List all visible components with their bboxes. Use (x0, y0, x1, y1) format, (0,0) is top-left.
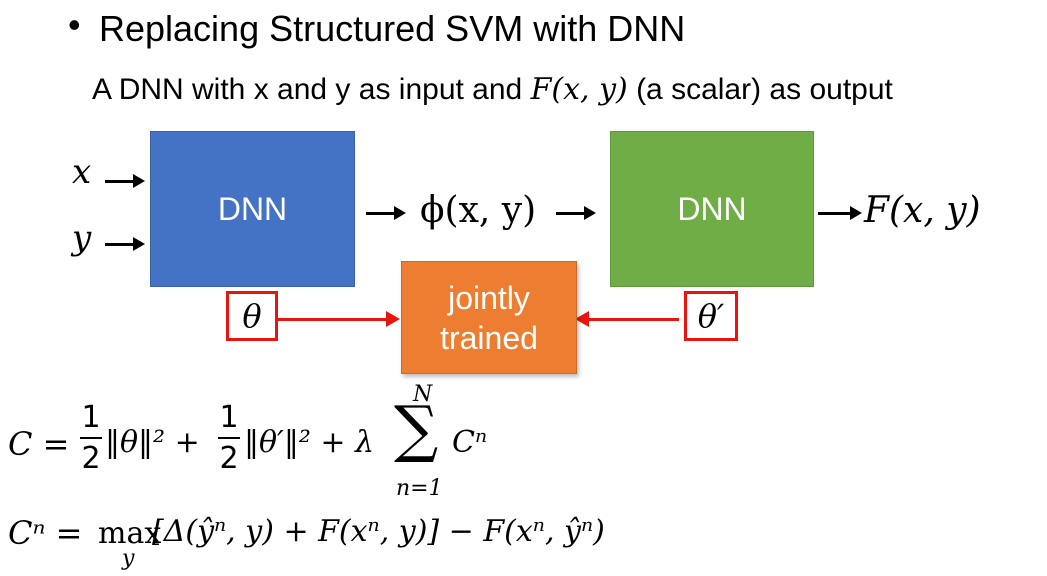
sum-lower-limit: n=1 (396, 476, 443, 501)
title-bullet: • (68, 4, 81, 45)
half-fraction-2: 1 2 (218, 400, 240, 476)
input-x-arrow (105, 174, 145, 188)
c-lhs: C = (8, 425, 70, 463)
frac-bar-2 (218, 437, 240, 439)
cn-rhs: [Δ(ŷⁿ, y) + F(xⁿ, y)] − F(xⁿ, ŷⁿ) (152, 514, 605, 549)
jointly-trained-box: jointly trained (401, 261, 577, 374)
dnn-box-2-label: DNN (677, 190, 747, 227)
theta-label: θ (242, 297, 262, 335)
theta-prime-box: θ′ (684, 291, 738, 341)
sum-upper-limit: N (413, 382, 433, 407)
subtitle-post: (a scalar) as output (627, 73, 893, 106)
slide-subtitle: A DNN with x and y as input and F(x, y) … (92, 72, 893, 107)
jointly-label: jointly (448, 279, 530, 316)
half-num-1: 1 (81, 400, 101, 435)
input-x-label: x (72, 152, 92, 192)
trained-label: trained (440, 319, 538, 356)
max-operator: max (98, 516, 162, 551)
theta-prime-arrow-line (587, 318, 679, 321)
dnn-box-1-label: DNN (217, 190, 288, 227)
frac-bar-1 (80, 437, 102, 439)
theta-arrow-line (278, 318, 388, 321)
input-y-arrow (105, 237, 145, 251)
theta-prime-arrow-head (575, 311, 589, 327)
sum-symbol: ∑ (394, 392, 439, 465)
subtitle-math: F(x, y) (530, 72, 628, 107)
dnn2-to-output-arrow (818, 206, 862, 220)
norm-theta-prime: ‖θ′‖² + λ (244, 425, 375, 460)
phi-to-dnn2-arrow (556, 206, 596, 220)
half-num-2: 1 (219, 400, 239, 435)
sum-term: Cⁿ (452, 425, 488, 460)
theta-arrow-head (386, 311, 400, 327)
max-subscript: y (122, 546, 135, 571)
half-den-1: 2 (81, 441, 101, 476)
input-y-label: y (72, 218, 92, 258)
phi-label: ϕ(x, y) (420, 190, 537, 231)
norm-theta: ‖θ‖² + (105, 425, 200, 460)
slide-title: Replacing Structured SVM with DNN (99, 8, 686, 49)
half-fraction-1: 1 2 (80, 400, 102, 476)
cn-lhs: Cⁿ = (8, 514, 83, 552)
output-label: F(x, y) (864, 190, 981, 231)
half-den-2: 2 (219, 441, 239, 476)
dnn-box-1: DNN (150, 131, 355, 287)
dnn-box-2: DNN (610, 131, 814, 287)
subtitle-pre: A DNN with x and y as input and (92, 73, 531, 106)
theta-prime-label: θ′ (697, 297, 725, 335)
dnn1-to-phi-arrow (366, 206, 406, 220)
theta-box: θ (226, 291, 278, 341)
